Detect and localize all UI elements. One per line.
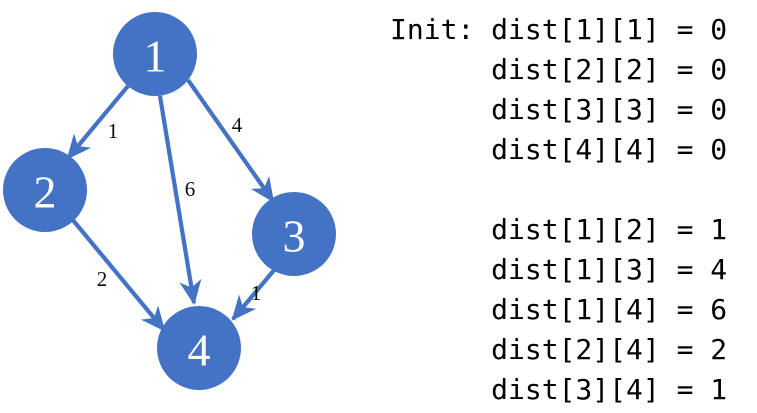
code-line: dist[1][2] = 1 [390, 213, 728, 246]
edge-1-2 [66, 84, 130, 160]
code-line: dist[1][3] = 4 [390, 253, 728, 286]
code-line: dist[3][3] = 0 [390, 93, 728, 126]
directed-graph: 1 2 3 4 1 4 6 2 1 [3, 12, 336, 390]
code-line: Init: dist[1][1] = 0 [390, 13, 728, 46]
edge-weight-1-2: 1 [108, 119, 119, 143]
node-label-3: 3 [283, 211, 306, 262]
edge-weight-1-3: 4 [232, 113, 243, 137]
node-label-4: 4 [188, 325, 211, 376]
edge-2-4 [70, 217, 166, 332]
code-line: dist[2][2] = 0 [390, 53, 728, 86]
edge-weight-2-4: 2 [97, 267, 108, 291]
edge-weight-labels: 1 4 6 2 1 [97, 113, 262, 305]
code-line-blank [390, 170, 407, 210]
edge-1-4 [157, 95, 202, 306]
code-line: dist[1][4] = 6 [390, 293, 728, 326]
node-label-2: 2 [34, 167, 57, 218]
graph-nodes: 1 2 3 4 [3, 12, 336, 390]
node-circle-2[interactable] [3, 148, 87, 232]
edge-3-4 [231, 267, 277, 321]
edge-weight-3-4: 1 [251, 281, 262, 305]
node-circle-4[interactable] [157, 306, 241, 390]
node-circle-3[interactable] [252, 192, 336, 276]
graph-edges [66, 78, 277, 332]
graph-panel: 1 2 3 4 1 4 6 2 1 [3, 12, 336, 390]
code-line: dist[2][4] = 2 [390, 333, 728, 366]
edge-weight-1-4: 6 [185, 177, 196, 201]
node-label-1: 1 [144, 31, 167, 82]
edge-1-3 [186, 78, 275, 203]
node-circle-1[interactable] [113, 12, 197, 96]
code-line: dist[3][4] = 1 [390, 373, 728, 406]
code-panel: Init: dist[1][1] = 0 dist[2][2] = 0 dist… [390, 0, 757, 413]
code-line: dist[4][4] = 0 [390, 133, 728, 166]
